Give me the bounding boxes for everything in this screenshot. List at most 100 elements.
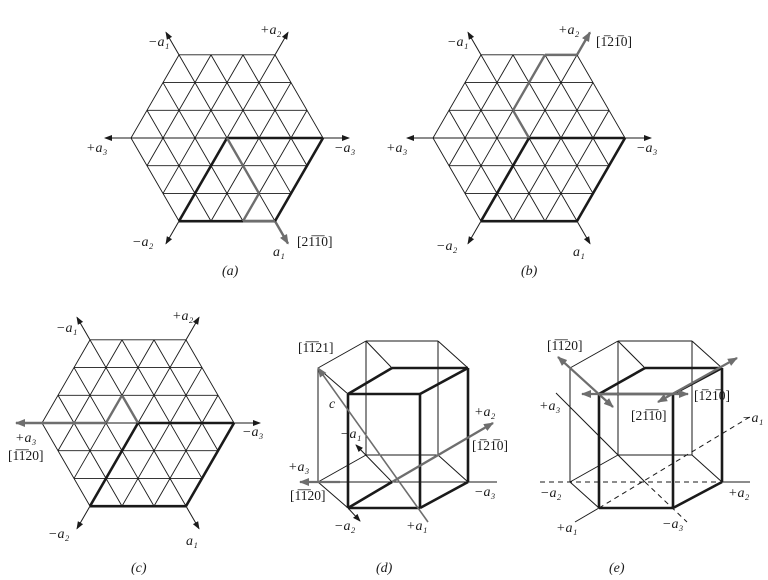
panel-c-basal-grid <box>15 316 261 530</box>
axis-a1 <box>598 414 754 509</box>
prism-edge <box>569 454 619 483</box>
axis-arrow <box>76 505 91 530</box>
axis-arrow <box>185 505 200 530</box>
grid-line <box>146 54 212 166</box>
grid-line <box>185 339 235 424</box>
label-plus-a1: +a₁ <box>556 521 577 536</box>
label-minus-a1: −a₁ <box>148 35 169 50</box>
direction-label: [1̅1̅20] <box>8 448 44 463</box>
prism-edge <box>617 340 646 369</box>
label-plus-a2: +a₂ <box>474 405 495 420</box>
label-plus-a3: +a₃ <box>15 431 36 446</box>
label-a1: a₁ <box>573 245 585 260</box>
label-plus-a2: +a₂ <box>728 486 749 501</box>
label-minus-a1: −a₁ <box>742 411 763 426</box>
grid-line <box>73 367 155 507</box>
direction-label: [21̅1̅0] <box>297 234 333 249</box>
panel-d-prism <box>299 340 497 523</box>
prism-edge <box>437 454 469 483</box>
grid-line <box>153 395 219 507</box>
label-minus-a3: −a₃ <box>636 141 657 156</box>
prism-edge <box>691 340 723 369</box>
direction-1210-label: [1̅21̅0] <box>694 388 730 403</box>
direction-a2-label: [1̅21̅0] <box>472 438 508 453</box>
prism-edge <box>365 340 393 369</box>
label-plus-a3: +a₃ <box>386 141 407 156</box>
unit-cell-outline <box>177 137 229 222</box>
unit-cell-outline <box>88 422 140 507</box>
label-minus-a2: −a₂ <box>48 527 69 542</box>
axis-arrow <box>467 220 482 245</box>
grid-line <box>576 54 626 139</box>
panel-e-prism <box>540 340 754 523</box>
axis-arrow <box>165 220 180 245</box>
label-plus-a3: +a₃ <box>86 141 107 156</box>
label-plus-a2: +a₂ <box>260 23 281 38</box>
grid-line <box>162 54 244 194</box>
unit-cell-edge <box>347 366 393 396</box>
label-plus-a3: +a₃ <box>539 399 560 414</box>
caption-a: (a) <box>222 264 239 279</box>
direction-path <box>225 137 245 167</box>
direction-arrow <box>575 31 592 56</box>
prism-edge <box>569 481 600 509</box>
grid-line <box>544 110 610 222</box>
axis-a3 <box>555 392 646 483</box>
direction-a3-label: [1̅1̅20] <box>290 488 326 503</box>
grid-line <box>448 54 514 166</box>
direction-arrow-1120 <box>557 356 614 408</box>
grid-line <box>121 367 203 507</box>
label-minus-a1: −a₁ <box>56 321 77 336</box>
label-minus-a2: −a₂ <box>334 519 355 534</box>
unit-cell-outline <box>273 137 325 222</box>
direction-path <box>120 394 140 424</box>
prism-edge <box>437 340 469 369</box>
direction-label: [1̅21̅0] <box>596 34 632 49</box>
unit-cell-outline <box>575 137 627 222</box>
direction-path <box>241 165 261 195</box>
axis-arrow <box>165 31 180 56</box>
panel-a-basal-grid <box>104 31 350 245</box>
direction-path <box>241 192 261 222</box>
label-minus-a3: −a₃ <box>474 485 495 500</box>
direction-arrow-1210 <box>657 357 738 403</box>
axis-minus-a1 <box>355 444 393 483</box>
grid-line <box>432 54 482 139</box>
axis-minus-a2 <box>347 507 361 522</box>
label-plus-a1: +a₁ <box>406 519 427 534</box>
axis-a1 <box>574 507 600 523</box>
unit-cell-edge <box>672 480 723 510</box>
grid-line <box>130 54 180 139</box>
unit-cell-edge <box>347 480 393 510</box>
unit-cell-outline <box>184 422 236 507</box>
unit-cell-edge <box>419 366 469 396</box>
grid-line <box>162 82 244 222</box>
caption-e: (e) <box>609 561 625 576</box>
caption-c: (c) <box>131 561 147 576</box>
label-minus-a2: −a₂ <box>436 239 457 254</box>
grid-line <box>512 82 594 222</box>
grid-line <box>274 54 324 139</box>
label-a1: a₁ <box>186 534 198 549</box>
direction-path <box>104 394 124 424</box>
label-c: c <box>329 397 336 412</box>
label-a1: a₁ <box>273 245 285 260</box>
direction-arrow <box>273 220 290 245</box>
prism-edge <box>317 454 367 483</box>
label-plus-a2: +a₂ <box>558 23 579 38</box>
axis-arrow <box>274 31 289 56</box>
label-minus-a1: −a₁ <box>340 427 361 442</box>
label-plus-a2: +a₂ <box>172 309 193 324</box>
prism-edge <box>317 340 367 369</box>
label-minus-a3: −a₃ <box>662 517 683 532</box>
c-direction-arrow <box>317 367 429 523</box>
grid-line <box>57 339 123 451</box>
label-minus-a3: −a₃ <box>334 141 355 156</box>
grid-line <box>41 339 91 424</box>
grid-line <box>121 339 203 479</box>
grid-line <box>464 82 546 222</box>
panel-b-basal-grid <box>406 31 652 245</box>
prism-edge <box>317 481 349 509</box>
unit-cell-edge <box>598 366 646 396</box>
